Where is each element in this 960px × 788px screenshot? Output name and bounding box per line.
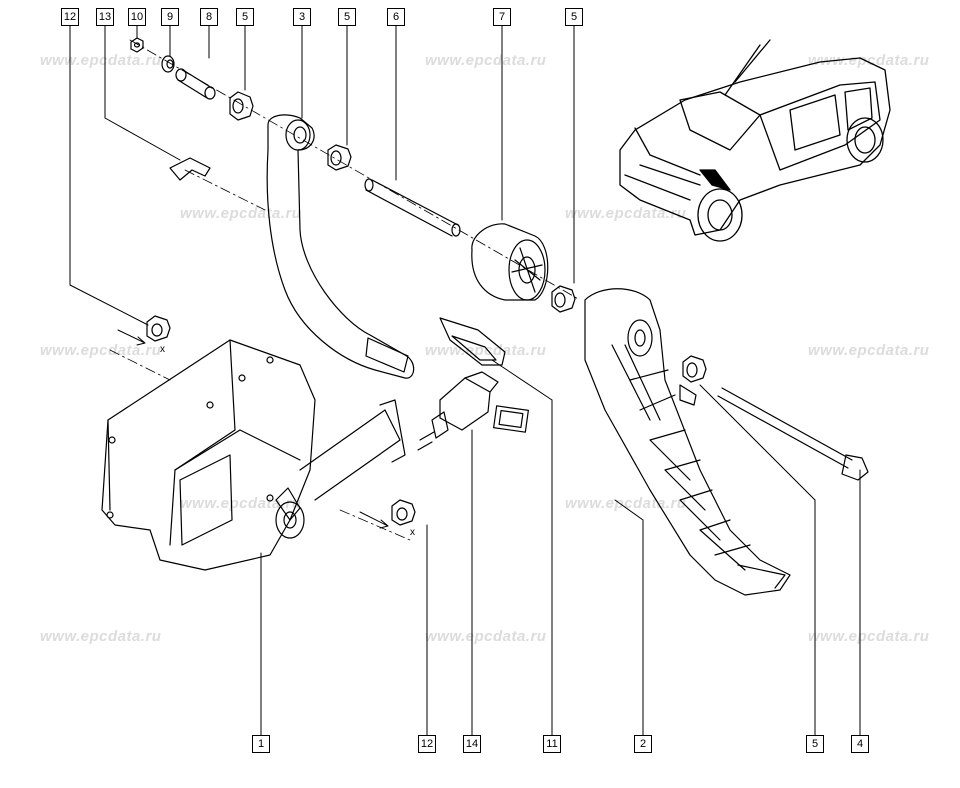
watermark: www.epcdata.ru — [40, 342, 162, 359]
vehicle-illustration — [619, 39, 891, 242]
callout-label: 2 — [634, 735, 652, 753]
callout-label: 10 — [128, 8, 146, 26]
watermark: www.epcdata.ru — [425, 342, 547, 359]
watermark: www.epcdata.ru — [180, 205, 302, 222]
bushing-5b — [327, 144, 352, 171]
watermark: www.epcdata.ru — [425, 628, 547, 645]
watermark: www.epcdata.ru — [808, 52, 930, 69]
callout-label: 9 — [161, 8, 179, 26]
clip-13 — [169, 157, 211, 181]
callout-label: 11 — [543, 735, 561, 753]
watermark: www.epcdata.ru — [180, 495, 302, 512]
bolt-4 — [717, 387, 869, 481]
callout-label: 12 — [61, 8, 79, 26]
nut-12-right — [391, 499, 416, 526]
pedal-pad-11 — [439, 317, 506, 366]
leader-lines-bottom — [260, 359, 861, 736]
pin-6 — [364, 178, 461, 237]
watermark: www.epcdata.ru — [425, 52, 547, 69]
bushing-5c — [551, 285, 576, 313]
watermark: www.epcdata.ru — [808, 628, 930, 645]
watermark: www.epcdata.ru — [808, 342, 930, 359]
callout-label: 5 — [236, 8, 254, 26]
nut-12-left — [146, 315, 171, 342]
callout-label: 6 — [387, 8, 405, 26]
brake-pedal-2 — [584, 288, 791, 596]
axis-arrows — [117, 329, 389, 529]
leader-lines-top — [69, 25, 575, 326]
callout-label: 5 — [338, 8, 356, 26]
stop-switch-14 — [417, 371, 529, 451]
callout-label: 7 — [493, 8, 511, 26]
callout-label: 4 — [851, 735, 869, 753]
bushing-5d — [679, 355, 707, 406]
axis-marker: x — [410, 527, 415, 538]
callout-label: 1 — [252, 735, 270, 753]
washer-9 — [161, 55, 175, 73]
watermark: www.epcdata.ru — [565, 205, 687, 222]
watermark: www.epcdata.ru — [40, 628, 162, 645]
sleeve-8 — [175, 68, 216, 100]
assembly-axis-lines — [109, 39, 581, 541]
bushing-5a — [229, 91, 254, 121]
callout-label: 8 — [200, 8, 218, 26]
damper-7 — [471, 223, 549, 301]
pedal-bracket-1 — [101, 339, 406, 571]
callout-label: 13 — [96, 8, 114, 26]
callout-label: 14 — [463, 735, 481, 753]
clutch-pedal-3 — [266, 114, 415, 379]
callout-label: 5 — [565, 8, 583, 26]
axis-marker: x — [160, 344, 165, 355]
callout-label: 5 — [806, 735, 824, 753]
callout-label: 3 — [293, 8, 311, 26]
callout-label: 12 — [418, 735, 436, 753]
nut-10 — [130, 37, 144, 53]
